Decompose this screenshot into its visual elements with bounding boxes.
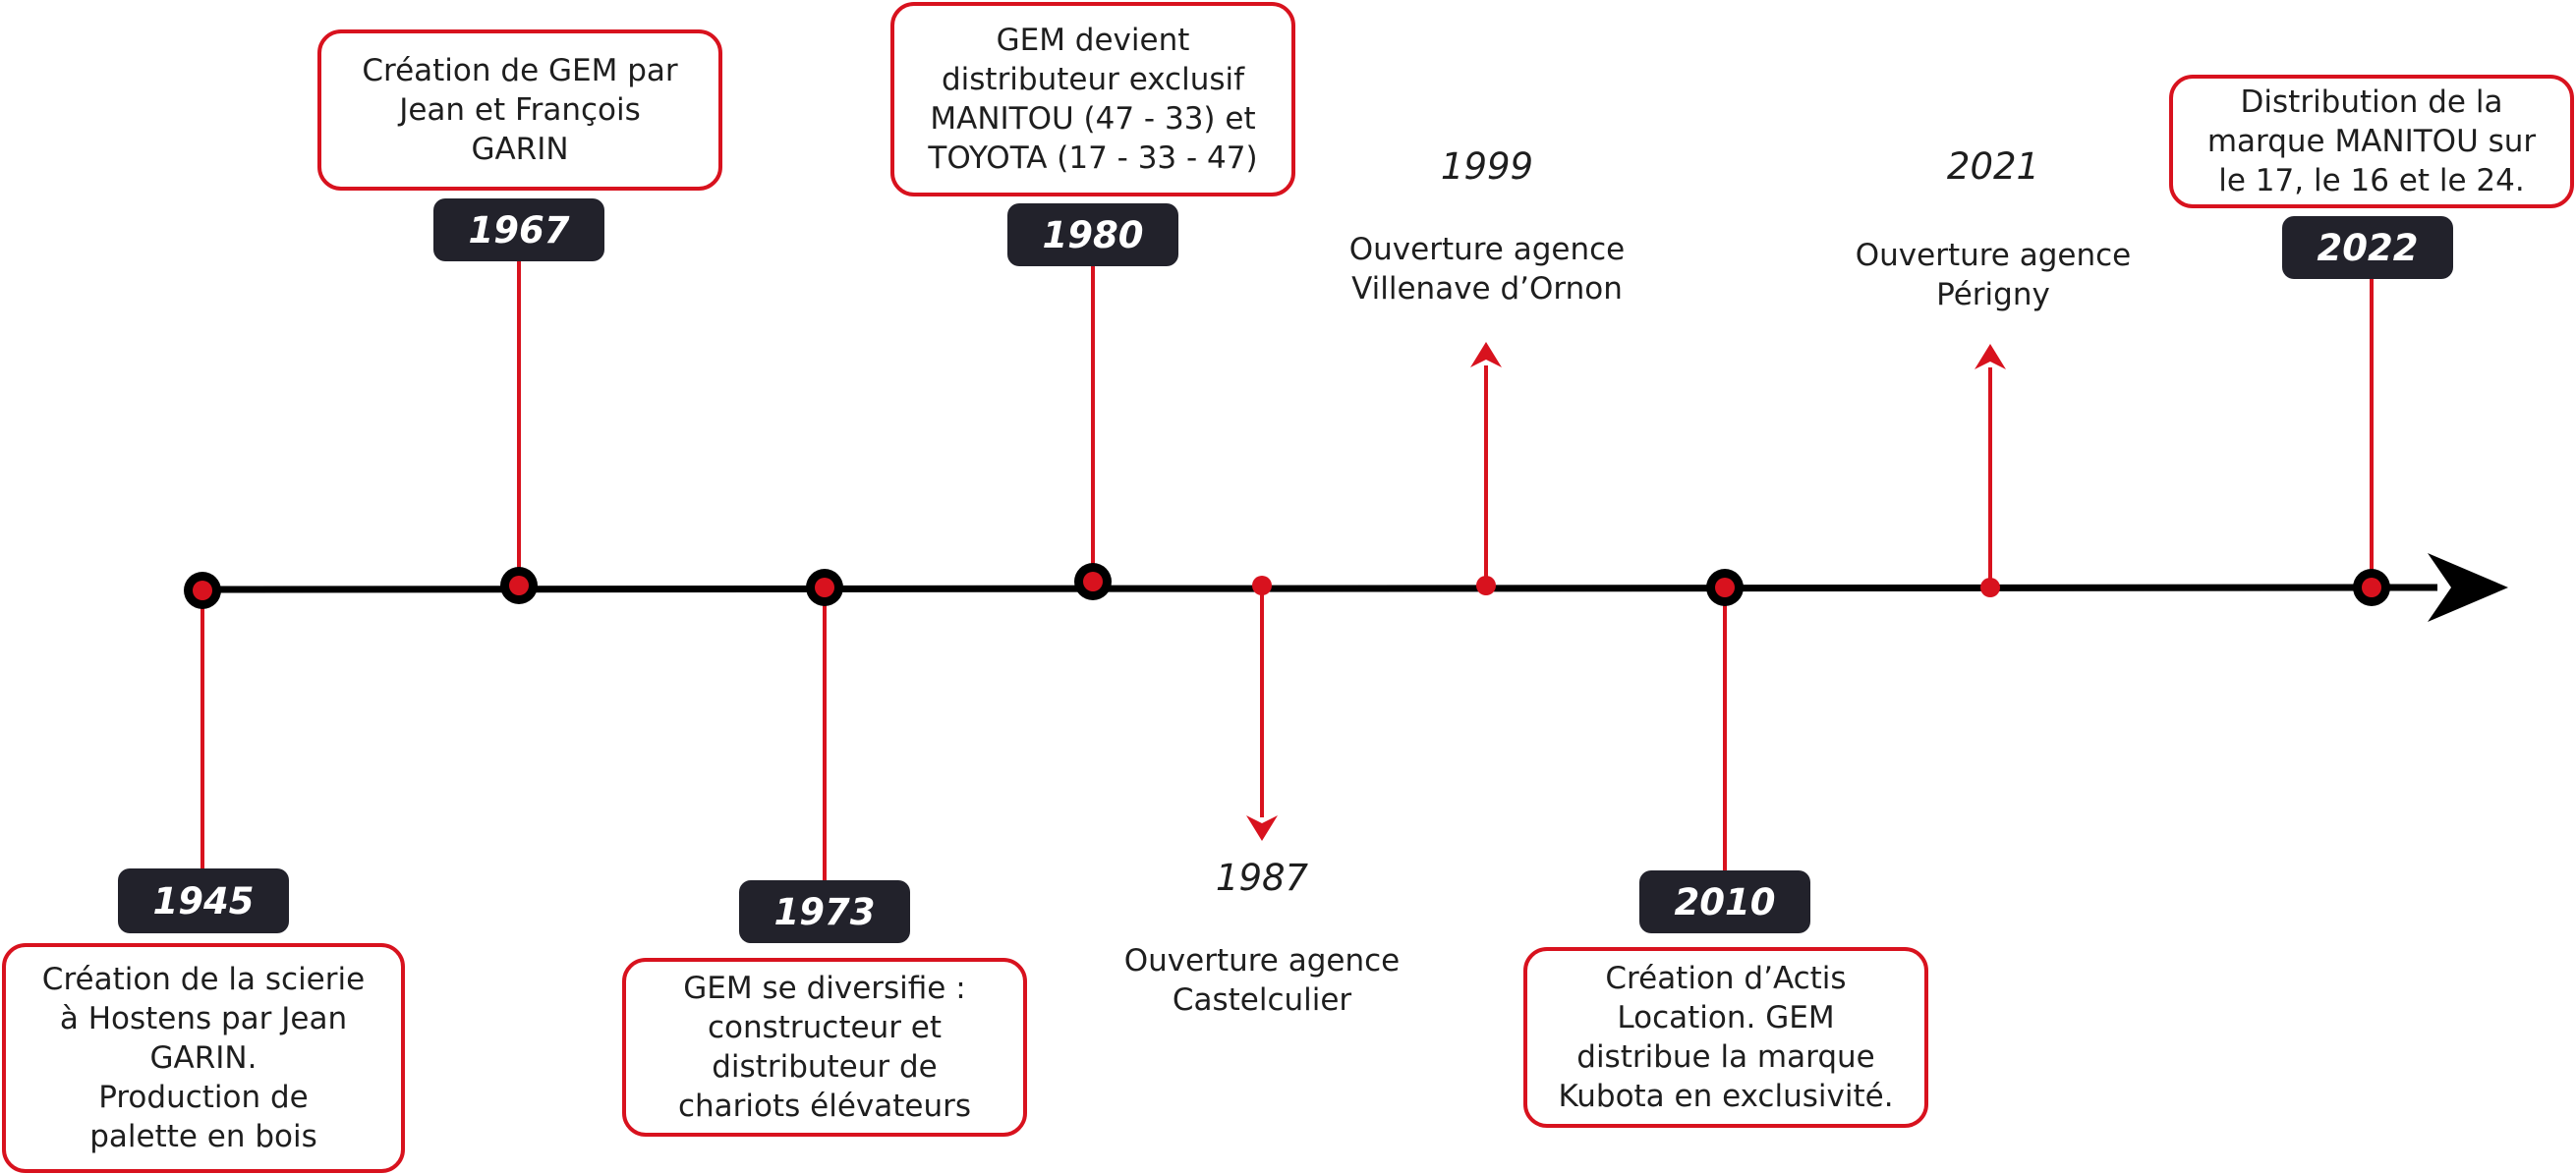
event-box-1967: Création de GEM par Jean et François GAR… xyxy=(317,29,722,191)
arrowhead-1999 xyxy=(1470,342,1502,367)
year-label-1999: 1999 xyxy=(1440,145,1534,188)
year-label-1987: 1987 xyxy=(1215,857,1309,899)
point-1967 xyxy=(500,567,538,604)
event-text-line: Ouverture agence xyxy=(1855,238,2132,273)
event-text-line: Ouverture agence xyxy=(1348,232,1626,267)
event-text-line: le 17, le 16 et le 24. xyxy=(2218,163,2525,198)
point-1945 xyxy=(184,572,221,609)
event-box-1973: GEM se diversifie : constructeur et dist… xyxy=(622,958,1027,1137)
event-text-line: distributeur exclusif xyxy=(941,62,1245,97)
event-box-1945: Création de la scierie à Hostens par Jea… xyxy=(2,943,405,1173)
event-text-line: Création de la scierie xyxy=(41,962,366,997)
event-text-line: marque MANITOU sur xyxy=(2206,124,2537,159)
event-text-line: distribue la marque xyxy=(1576,1039,1875,1075)
event-text-line: GARIN. xyxy=(149,1040,258,1076)
event-text-line: GARIN xyxy=(471,132,569,167)
event-text-1987: Ouverture agence Castelculier xyxy=(1085,941,1439,1020)
event-text-line: Ouverture agence xyxy=(1123,943,1401,978)
event-box-2022: Distribution de la marque MANITOU sur le… xyxy=(2169,75,2574,208)
event-text-line: à Hostens par Jean xyxy=(59,1001,348,1036)
point-1980 xyxy=(1074,563,1112,600)
event-text-line: Création de GEM par xyxy=(362,53,678,88)
arrowhead-1987 xyxy=(1246,815,1278,841)
timeline-axis xyxy=(200,584,2438,593)
event-text-line: Jean et François xyxy=(399,92,641,128)
year-badge-1980: 1980 xyxy=(1007,203,1178,266)
event-box-2010: Création d’Actis Location. GEM distribue… xyxy=(1523,947,1928,1128)
arrowhead-2021 xyxy=(1975,344,2006,369)
point-1973 xyxy=(806,569,843,606)
point-2022 xyxy=(2353,569,2390,606)
event-text-line: GEM se diversifie : xyxy=(683,971,966,1006)
point-2021 xyxy=(1980,578,2000,597)
year-badge-2022: 2022 xyxy=(2282,216,2453,279)
year-badge-1973: 1973 xyxy=(739,880,910,943)
event-text-line: Castelculier xyxy=(1172,982,1352,1018)
event-text-line: distributeur de xyxy=(712,1049,938,1085)
point-1987 xyxy=(1252,576,1272,595)
event-text-line: GEM devient xyxy=(996,23,1190,58)
point-1999 xyxy=(1476,576,1496,595)
event-text-1999: Ouverture agence Villenave d’Ornon xyxy=(1310,230,1664,308)
event-text-line: Création d’Actis xyxy=(1605,961,1847,996)
year-badge-1945: 1945 xyxy=(118,868,289,933)
event-text-line: Distribution de la xyxy=(2240,84,2503,120)
event-text-line: Production de xyxy=(98,1080,309,1115)
year-badge-1967: 1967 xyxy=(433,198,604,261)
event-text-line: MANITOU (47 - 33) et xyxy=(930,101,1256,137)
event-text-line: Location. GEM xyxy=(1617,1000,1835,1035)
year-label-2021: 2021 xyxy=(1946,145,2040,188)
event-text-line: chariots élévateurs xyxy=(677,1089,972,1124)
event-text-line: TOYOTA (17 - 33 - 47) xyxy=(928,140,1258,176)
event-text-line: Kubota en exclusivité. xyxy=(1558,1079,1894,1114)
event-text-2021: Ouverture agence Périgny xyxy=(1816,236,2170,314)
event-text-line: Périgny xyxy=(1936,277,2050,312)
timeline-arrowhead xyxy=(2428,553,2508,622)
year-badge-2010: 2010 xyxy=(1639,870,1810,933)
event-text-line: Villenave d’Ornon xyxy=(1351,271,1623,307)
point-2010 xyxy=(1706,569,1744,606)
event-text-line: constructeur et xyxy=(707,1010,943,1045)
event-text-line: palette en bois xyxy=(89,1119,317,1154)
event-box-1980: GEM devient distributeur exclusif MANITO… xyxy=(890,2,1295,196)
